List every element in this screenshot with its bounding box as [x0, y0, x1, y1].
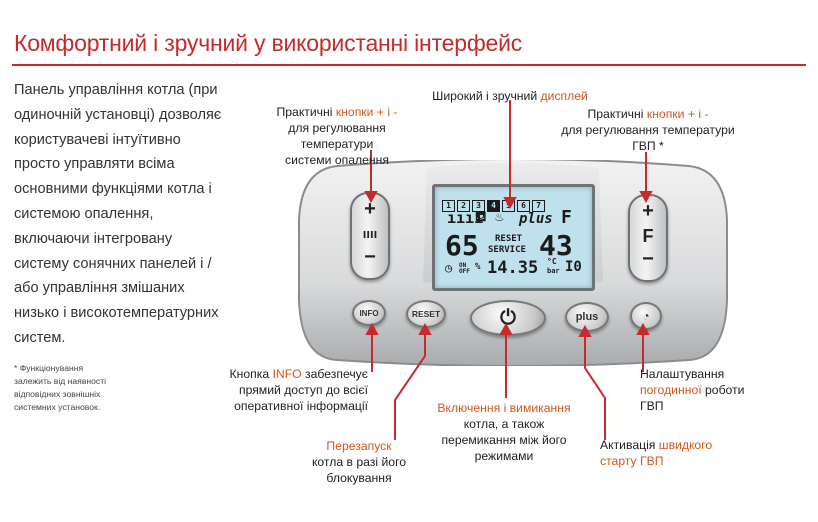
- heating-minus-button[interactable]: −: [364, 246, 376, 268]
- lcd-digit: 6: [517, 200, 530, 212]
- lcd-reset-text: RESET: [495, 234, 523, 244]
- lcd-plus-text: plus: [519, 211, 553, 227]
- lcd-digit: 3: [472, 200, 485, 212]
- plus-button[interactable]: plus: [565, 302, 609, 332]
- clock-icon: ◷: [445, 261, 453, 275]
- footnote-line: * Функціонування: [14, 363, 84, 373]
- lcd-f-icon: F: [561, 207, 572, 228]
- reset-pointer: [394, 330, 426, 440]
- heating-adjust-button[interactable]: + ıııı −: [350, 192, 390, 280]
- intro-line: систем.: [14, 329, 66, 346]
- lcd-io-icon: I0: [565, 259, 582, 275]
- lcd-digit-row: 1234567: [442, 193, 547, 212]
- dhw-buttons-label: Практичні кнопки + і - для регулювання т…: [561, 107, 735, 153]
- power-label: Включення і вимикання котла, а також пер…: [437, 401, 571, 463]
- lcd-unit-bar: bar: [547, 267, 560, 275]
- lcd-value: 14.35: [487, 258, 539, 278]
- intro-line: основними функціями котла і: [14, 181, 212, 198]
- footnote-line: відповідних зовнішніх: [14, 389, 101, 399]
- dhw-minus-button[interactable]: −: [642, 248, 654, 270]
- quick-start-label: Активація швидкого старту ГВП: [600, 438, 713, 468]
- lcd-digit: 1: [442, 200, 455, 212]
- dhw-plus-button[interactable]: +: [642, 200, 654, 222]
- reset-label: Перезапуск котла в разі його блокування: [311, 439, 407, 485]
- flame-icon: ♨: [495, 209, 504, 225]
- intro-line: одиночній установці) дозволяє: [14, 106, 222, 123]
- tap-icon: F: [642, 226, 654, 246]
- footnote-line: системних установок.: [14, 402, 101, 412]
- tap-icon: ⛾: [475, 209, 487, 225]
- footnote: * Функціонування залежить від наявності …: [14, 362, 144, 414]
- page-title: Комфортний і зручний у використанні інте…: [14, 30, 523, 56]
- power-icon: ⏻: [500, 306, 516, 329]
- weather-button[interactable]: ◔: [630, 302, 662, 330]
- clock-icon: ◔: [642, 309, 650, 323]
- info-button[interactable]: INFO: [352, 300, 386, 326]
- lcd-onoff: ON OFF: [459, 262, 470, 275]
- intro-line: просто управляти всіма: [14, 156, 175, 173]
- lcd-digit-active: 4: [487, 200, 500, 212]
- quick-pointer: [584, 332, 606, 440]
- lcd-digit: 2: [457, 200, 470, 212]
- radiator-icon: ıııı: [447, 209, 484, 227]
- intro-line: систему сонячних панелей і /: [14, 255, 212, 272]
- weather-label: Налаштування погодинної роботи ГВП: [640, 367, 745, 413]
- heating-plus-button[interactable]: +: [364, 198, 376, 220]
- intro-line: або управління змішаних: [14, 280, 185, 297]
- heat-buttons-label: Практичні кнопки + і - для регулювання т…: [276, 105, 398, 167]
- footnote-line: залежить від наявності: [14, 376, 107, 386]
- dhw-adjust-button[interactable]: + F −: [628, 194, 668, 282]
- lcd-digit: 7: [532, 200, 545, 212]
- lcd-unit-c: °C: [547, 257, 557, 266]
- lcd-temp-left: 65: [445, 229, 479, 262]
- info-label: Кнопка INFO забезпечує прямий доступ до …: [229, 367, 368, 413]
- lcd-service-text: SERVICE: [488, 245, 526, 255]
- title-divider: [12, 64, 806, 66]
- lcd-percent: %: [475, 262, 481, 272]
- radiator-icon: ıııı: [362, 226, 378, 241]
- intro-line: низько і високотемпературних: [14, 305, 219, 322]
- intro-text: Панель управління котла (при одиночній у…: [14, 78, 250, 351]
- display-label: Широкий і зручний дисплей: [432, 89, 588, 103]
- intro-line: Панель управління котла (при: [14, 82, 218, 98]
- lcd-temp-right: 43: [539, 229, 573, 262]
- intro-line: включаючи інтегровану: [14, 230, 173, 247]
- intro-line: системою опалення,: [14, 205, 154, 222]
- intro-line: користувачеві інтуїтивно: [14, 131, 181, 148]
